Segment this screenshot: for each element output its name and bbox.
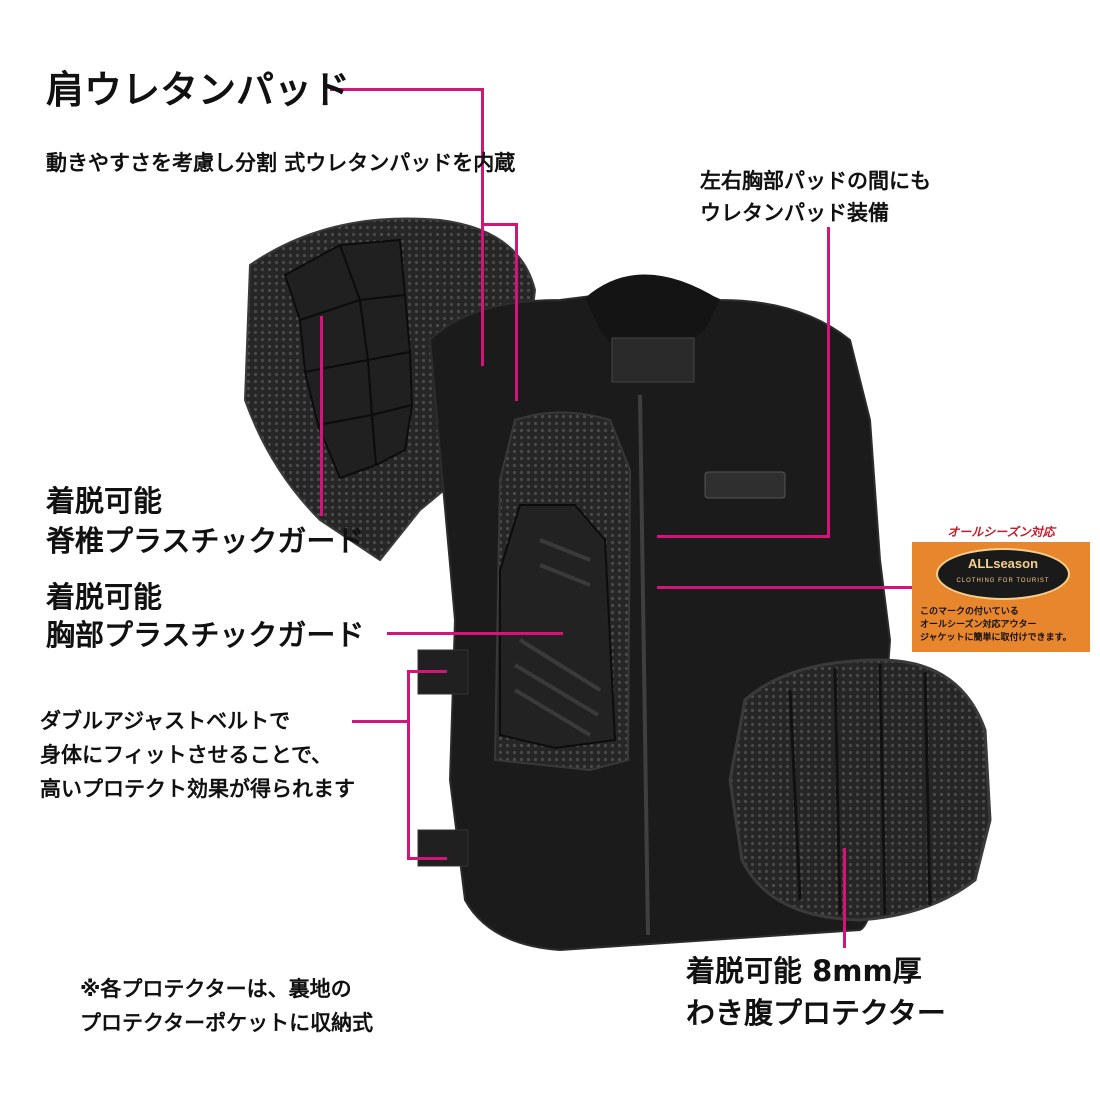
side-protector (728, 658, 992, 922)
leader-shoulder-h2 (481, 223, 518, 226)
zipper (638, 394, 650, 936)
badge-heading: オールシーズン対応 (947, 525, 1055, 539)
leader-chestmid-v (827, 227, 830, 537)
adjust-belt-bottom (417, 829, 469, 867)
leader-shoulder-v2 (515, 223, 518, 401)
badge-text-line2: オールシーズン対応アウター (920, 620, 1037, 630)
leader-badge-h (657, 586, 915, 589)
badge-box: ALLseason CLOTHING FOR TOURIST このマークの付いて… (912, 542, 1090, 652)
all-season-logo-icon: ALLseason CLOTHING FOR TOURIST (936, 548, 1070, 600)
vest-collar (585, 274, 720, 358)
leader-belt-bottom (407, 857, 447, 860)
belt-desc-line2: 身体にフィットさせることで、 (40, 743, 333, 767)
chest-logo-patch (704, 471, 786, 499)
chest-mid-pad-line2: ウレタンパッド装備 (700, 201, 889, 225)
belt-desc-line3: 高いプロテクト効果が得られます (40, 777, 355, 801)
badge-text-line3: ジャケットに簡単に取付けできます。 (920, 633, 1072, 643)
chest-plastic-guard (499, 504, 617, 750)
shoulder-pad-title: 肩ウレタンパッド (46, 68, 351, 112)
chest-guard-line2: 胸部プラスチックガード (46, 618, 365, 652)
badge-tagline: CLOTHING FOR TOURIST (956, 578, 1050, 584)
leader-side-v (843, 848, 846, 948)
all-season-badge: オールシーズン対応 ALLseason CLOTHING FOR TOURIST… (912, 524, 1090, 652)
leader-shoulder-v1 (481, 88, 484, 366)
leader-shoulder-h (330, 88, 483, 91)
chest-mid-pad-line1: 左右胸部パッドの間にも (700, 169, 931, 193)
belt-desc-line1: ダブルアジャストベルトで (40, 709, 291, 733)
side-protector-line1: 着脱可能 8mm厚 (686, 954, 922, 988)
chest-guard-line1: 着脱可能 (46, 580, 163, 614)
shoulder-pad-desc: 動きやすさを考慮し分割 式ウレタンパッドを内蔵 (46, 151, 516, 175)
collar-label (611, 337, 695, 383)
leader-belt-v (407, 670, 410, 860)
spine-guard-line2: 脊椎プラスチックガード (46, 524, 365, 558)
note-line2: プロテクターポケットに収納式 (80, 1011, 374, 1035)
spine-guard-line1: 着脱可能 (46, 484, 163, 518)
leader-chestmid-h (657, 535, 830, 538)
side-protector-line2: わき腹プロテクター (686, 996, 946, 1030)
badge-brand: ALLseason (967, 556, 1039, 571)
leader-spine-v (320, 316, 323, 516)
leader-belt-top (407, 670, 447, 673)
badge-text: このマークの付いている オールシーズン対応アウター ジャケットに簡単に取付けでき… (920, 606, 1090, 645)
badge-text-line1: このマークの付いている (920, 607, 1019, 617)
leader-chest-h (387, 632, 563, 635)
leader-belt-h (352, 720, 410, 723)
note-line1: ※各プロテクターは、裏地の (80, 977, 352, 1001)
